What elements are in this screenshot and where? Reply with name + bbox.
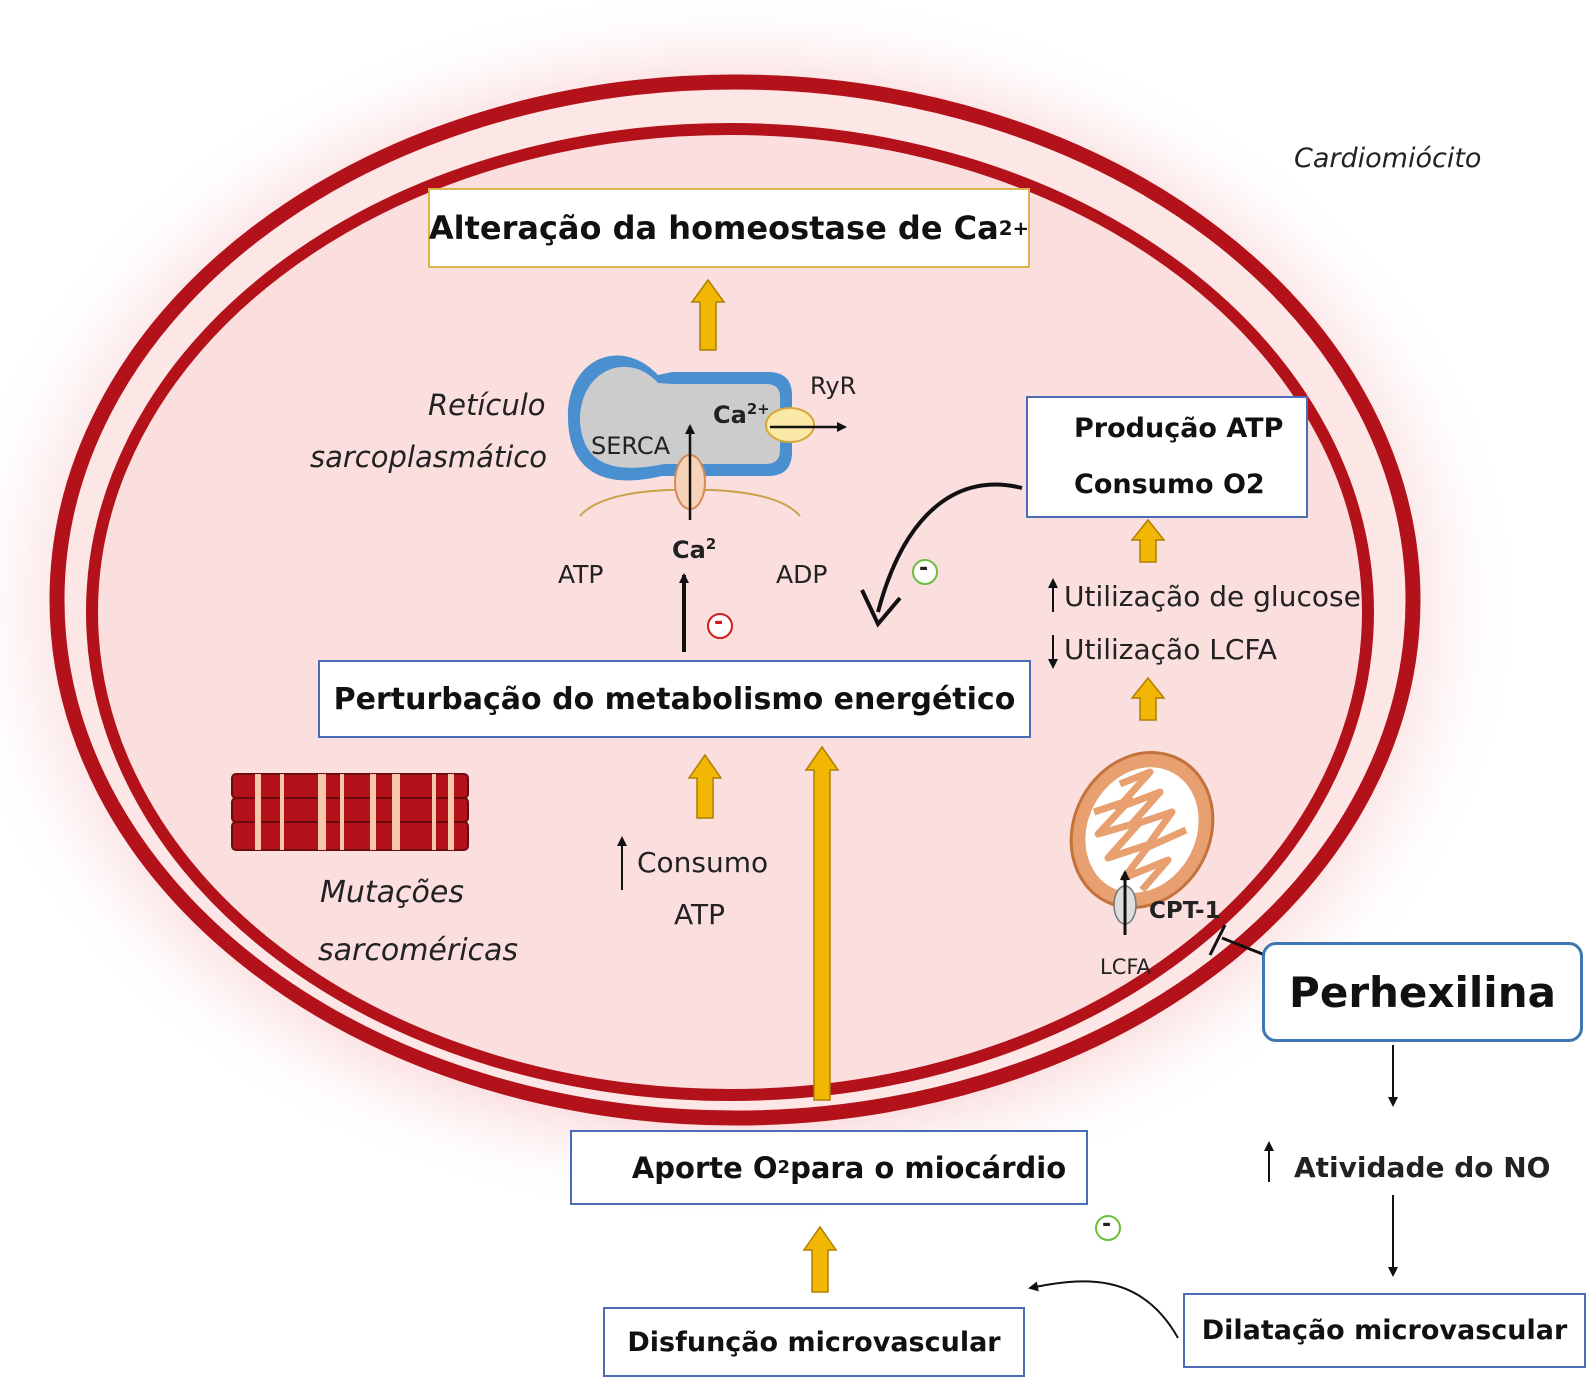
reticulum-inner [580,366,780,468]
ca-cyto-label: Ca2 [672,535,717,564]
calcium-box-text: Alteração da homeostase de Ca [428,209,999,247]
gold-arrow-o2-long [804,745,840,1101]
feedback-arrow [876,482,1023,613]
inhibition-mark-red [707,613,733,639]
mitochondrion [1069,750,1215,935]
inhibition-mark-green-top [912,559,938,585]
ca-sr-label: Ca2+ [713,400,770,429]
cpt1-label: CPT-1 [1149,898,1221,924]
sarcomere-bundle [231,773,469,851]
inner-membrane [86,123,1374,1101]
sarcomeric-label-2: sarcoméricas [318,933,519,968]
gold-arrow-mito-up [1130,676,1166,721]
o2-consumption-text: Consumo O2 [1074,469,1265,500]
cell-label: Cardiomiócito [1294,143,1482,174]
reticulum-label-1: Retículo [428,388,546,422]
ryr-channel [765,407,815,443]
inhibition-mark-green-bottom [1095,1215,1121,1241]
gold-arrow-microvascular [802,1225,838,1293]
lcfa-use-label: Utilização LCFA [1064,633,1278,666]
calcium-box-sup: 2+ [998,216,1030,240]
metabolism-box: Perturbação do metabolismo energético [318,660,1031,738]
microvascular-dilation-box: Dilatação microvascular [1183,1293,1586,1368]
atp-label: ATP [558,560,604,589]
no-activity-label: Atividade do NO [1294,1151,1551,1184]
perhexilina-box: Perhexilina [1262,942,1583,1042]
glucose-use-label: Utilização de glucose [1064,580,1361,613]
serca-label: SERCA [591,432,671,460]
sarcoplasmic-reticulum [567,355,847,520]
atp-consumption-label-2: ATP [674,898,725,931]
gold-arrow-glucose-up [1130,518,1166,563]
reticulum-label-2: sarcoplasmático [310,440,547,474]
adp-label: ADP [776,560,828,589]
gold-arrow-to-calcium [690,278,726,351]
lcfa-label: LCFA [1100,955,1151,979]
inhibition-bar [1208,924,1227,956]
inhibition-sign-green-bottom: - [1102,1212,1112,1237]
gold-arrow-atp-consumption [687,753,723,819]
sarcomeric-label-1: Mutações [320,875,464,910]
microvascular-dysfunction-box: Disfunção microvascular [603,1307,1025,1377]
ryr-label: RyR [810,372,857,400]
atp-o2-box: Produção ATP Consumo O2 [1026,396,1308,518]
feedback-arrowhead [860,589,902,628]
atp-production-text: Produção ATP [1074,413,1284,444]
atp-consumption-label-1: Consumo [637,846,769,879]
inhibition-sign-red: - [714,610,724,635]
arrow-dilation-to-dysfunction [1028,1280,1179,1339]
inhibition-line [1221,936,1266,957]
gold-arrows [687,278,1166,1293]
inhibition-sign-green-top: - [919,556,929,581]
